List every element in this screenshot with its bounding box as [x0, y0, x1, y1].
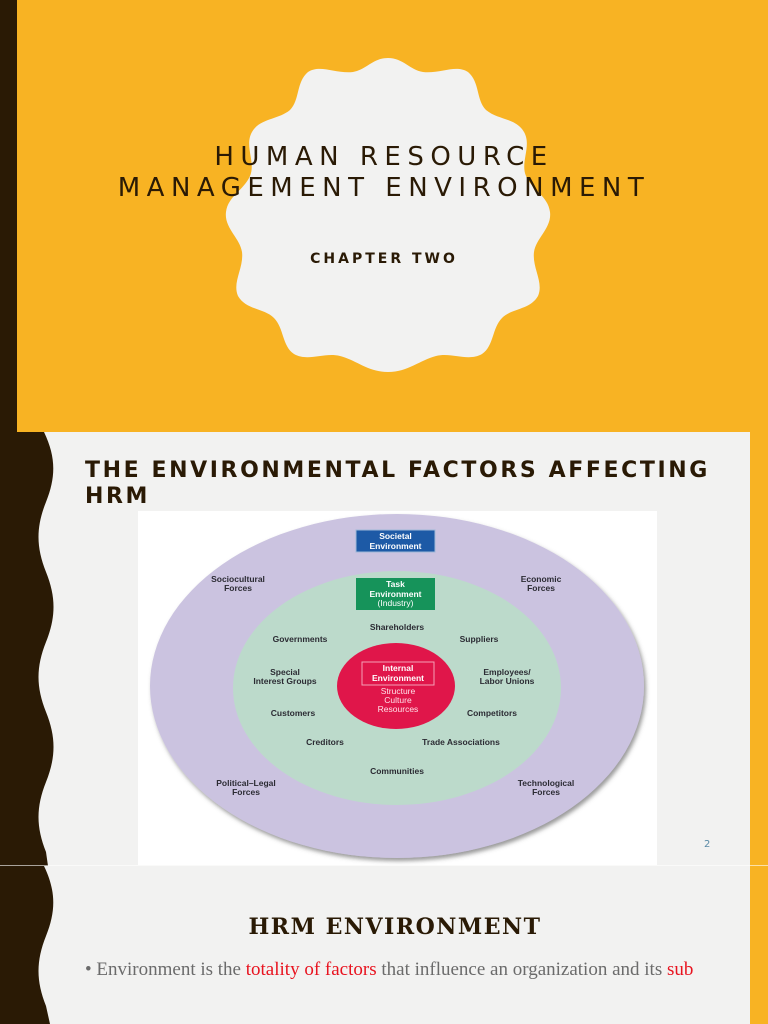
title-line-2: MANAGEMENT ENVIRONMENT	[117, 173, 651, 203]
wavy-left-border	[0, 866, 54, 1024]
societal-environment-box: Societal Environment	[356, 531, 435, 551]
bullet-highlight: sub	[666, 959, 694, 980]
internal-item: Culture	[384, 695, 412, 705]
page-number: 2	[704, 839, 711, 850]
internal-item: Resources	[377, 704, 419, 714]
political-legal-forces: Political–Legal Forces	[216, 779, 276, 797]
presentation-title: HUMAN RESOURCE MANAGEMENT ENVIRONMENT	[0, 142, 768, 204]
label-line: Forces	[232, 787, 260, 797]
box-line: Internal	[382, 663, 414, 673]
label-line: Forces	[532, 787, 560, 797]
factor-special-interest-groups: Special Interest Groups	[253, 668, 316, 686]
bullet-icon: •	[85, 959, 97, 980]
label-line: Employees/	[483, 667, 531, 677]
bullet-text: Environment is the	[96, 959, 246, 980]
slide-panel	[0, 866, 750, 1024]
slide-divider	[0, 865, 768, 866]
concentric-ellipses	[150, 514, 644, 858]
title-slide[interactable]: HUMAN RESOURCE MANAGEMENT ENVIRONMENT CH…	[0, 0, 768, 432]
wavy-left-border	[0, 432, 54, 866]
technological-forces: Technological Forces	[518, 779, 575, 797]
label-line: Forces	[224, 583, 252, 593]
bullet-text: that influence an organization and its	[376, 959, 667, 980]
box-line: Task	[386, 579, 405, 589]
factor-shareholders: Shareholders	[369, 622, 425, 632]
box-line: (Industry)	[377, 598, 414, 608]
right-accent-bar	[750, 866, 768, 1024]
label-line: Sociocultural	[211, 574, 265, 584]
factor-suppliers: Suppliers	[459, 634, 499, 644]
internal-environment-box: Internal Environment	[362, 663, 434, 683]
factor-customers: Customers	[270, 708, 316, 718]
label-line: Special	[270, 667, 300, 677]
factor-communities: Communities	[370, 766, 424, 776]
bullet-highlight: totality of factors	[245, 959, 377, 980]
economic-forces: Economic Forces	[521, 575, 562, 593]
factor-governments: Governments	[272, 634, 328, 644]
label-line: Technological	[517, 778, 575, 788]
slide-title: HRM ENVIRONMENT	[248, 914, 542, 940]
factor-creditors: Creditors	[306, 737, 344, 747]
label-line: Political–Legal	[216, 778, 276, 788]
internal-items: Structure Culture Resources	[356, 687, 440, 714]
sociocultural-forces: Sociocultural Forces	[211, 575, 265, 593]
title-line-1: HUMAN RESOURCE	[214, 142, 554, 172]
bullet-point: • Environment is the totality of factors…	[85, 959, 745, 981]
slide-title: THE ENVIRONMENTAL FACTORS AFFECTING HRM	[85, 458, 710, 509]
scalloped-shape	[225, 58, 551, 372]
right-accent-bar	[750, 432, 768, 866]
factor-trade-associations: Trade Associations	[422, 737, 500, 747]
box-line: Environment	[369, 540, 422, 551]
label-line: Interest Groups	[253, 676, 317, 686]
left-accent-bar	[0, 0, 17, 432]
slide-environmental-factors[interactable]: THE ENVIRONMENTAL FACTORS AFFECTING HRM …	[0, 432, 768, 866]
environment-diagram: Societal Environment Task Environment (I…	[138, 511, 657, 865]
task-environment-box: Task Environment (Industry)	[356, 579, 435, 609]
label-line: Forces	[527, 583, 555, 593]
presentation-subtitle: CHAPTER TWO	[310, 251, 458, 267]
box-line: Societal	[379, 531, 412, 541]
slide-hrm-environment[interactable]: HRM ENVIRONMENT • Environment is the tot…	[0, 866, 768, 1024]
factor-employees-labor-unions: Employees/ Labor Unions	[480, 668, 535, 686]
factor-competitors: Competitors	[466, 708, 518, 718]
box-line: Environment	[369, 588, 422, 599]
internal-item: Structure	[380, 686, 416, 696]
label-line: Labor Unions	[479, 676, 535, 686]
label-line: Economic	[520, 574, 562, 584]
box-line: Environment	[372, 672, 424, 683]
